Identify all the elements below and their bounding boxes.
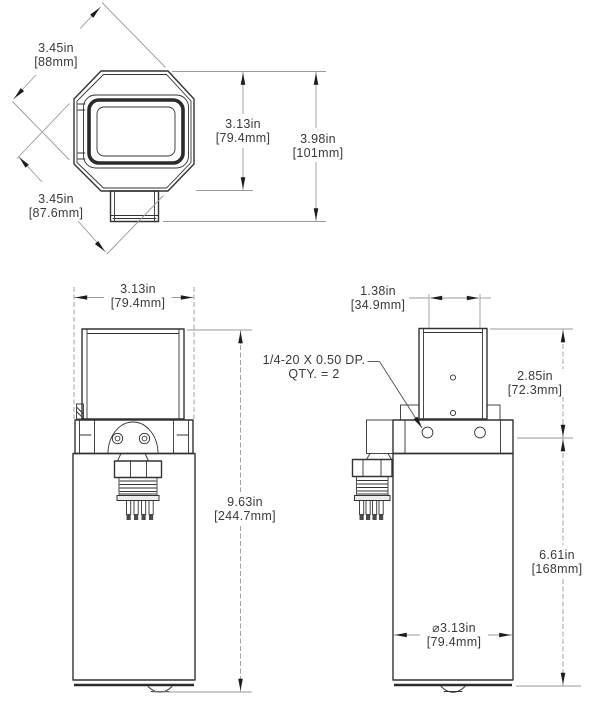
window-lens: [83, 94, 189, 169]
body-cylinder: [72, 452, 196, 693]
connector-fitting-side: [351, 453, 393, 520]
screw-left: [111, 432, 124, 445]
front-view-dimension-lines: [73, 287, 252, 693]
dim-side-head-height: 2.85in [72.3mm]: [505, 369, 565, 397]
tapped-hole-left: [421, 426, 434, 439]
collar-band-side: [366, 419, 514, 455]
connector-pins: [126, 500, 154, 520]
octagon-housing: [73, 70, 195, 192]
body-cylinder-side: [392, 452, 514, 693]
thread-note: 1/4-20 X 0.50 DP. QTY. = 2: [260, 353, 368, 381]
front-view: [72, 287, 252, 693]
dim-front-width: 3.13in [79.4mm]: [108, 282, 168, 310]
dim-top-body-height: 3.13in [79.4mm]: [213, 117, 273, 145]
dome-boss: [107, 421, 159, 454]
head-box-side: [400, 327, 501, 421]
top-view: [12, 2, 326, 255]
mounting-tab: [109, 190, 160, 223]
collar-band: [74, 419, 194, 455]
dim-top-overall-height: 3.98in [101mm]: [290, 132, 346, 160]
head-box: [76, 328, 185, 420]
dim-side-body-diameter: ⌀3.13in [79.4mm]: [424, 621, 484, 649]
head-hole-lower: [449, 409, 457, 417]
dim-front-overall-height: 9.63in [244.7mm]: [212, 495, 278, 523]
top-view-dimension-lines: [12, 2, 326, 255]
dim-top-across-flats-a: 3.45in [88mm]: [32, 41, 80, 69]
dim-top-across-flats-b: 3.45in [87.6mm]: [26, 192, 86, 220]
head-hole-upper: [449, 374, 457, 381]
connector-pins-side: [359, 500, 384, 520]
dim-side-body-height: 6.61in [168mm]: [529, 548, 585, 576]
connector-fitting: [113, 453, 163, 520]
thread-note-leader: [367, 361, 423, 429]
tapped-hole-right: [474, 426, 486, 439]
bottom-dome-side: [440, 686, 466, 693]
dim-side-head-width: 1.38in [34.9mm]: [348, 284, 408, 312]
screw-right: [138, 432, 151, 445]
